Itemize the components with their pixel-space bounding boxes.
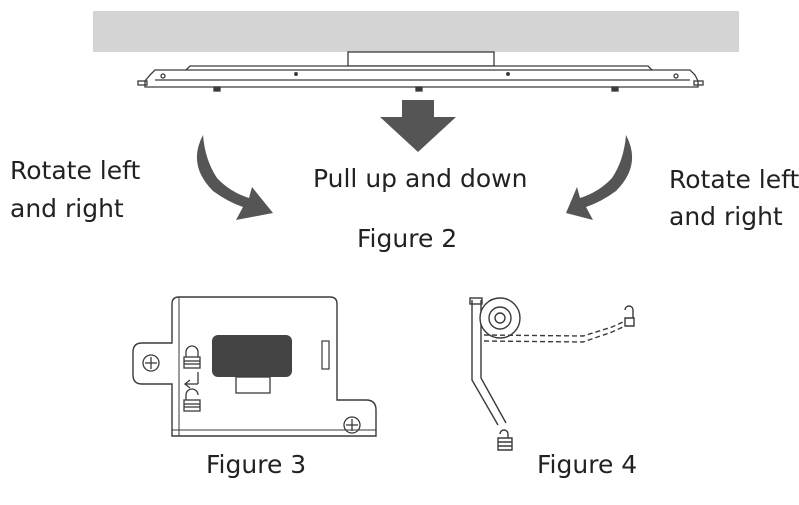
direction-arrow-icon (183, 372, 199, 389)
panel-driver-box (347, 51, 495, 67)
lock-symbol-icon (183, 345, 201, 369)
rotate-right-label-line2: and right (669, 202, 783, 231)
ceiling-surface (93, 11, 739, 52)
rotate-right-label-line1: Rotate left (669, 165, 799, 194)
panel-frame (144, 65, 699, 88)
pull-label: Pull up and down (313, 164, 528, 193)
panel-light (137, 51, 704, 92)
rotate-left-arrow-icon (196, 135, 273, 220)
down-arrow-icon (380, 100, 456, 152)
screw-hole-left (142, 354, 160, 372)
figure3-caption: Figure 3 (206, 450, 307, 479)
screw-hole-right (343, 416, 361, 434)
figure2-caption: Figure 2 (357, 224, 458, 253)
bracket-slot (212, 335, 292, 377)
bottom-hook-icon (497, 429, 513, 451)
bracket-tab (235, 376, 271, 394)
figure4-caption: Figure 4 (537, 450, 638, 479)
rotate-left-label-line1: Rotate left (10, 156, 141, 185)
bracket-vent (321, 340, 330, 370)
rotate-right-arrow-icon (566, 135, 633, 220)
unlock-symbol-icon (183, 388, 201, 412)
hanging-hook-assembly (469, 297, 635, 451)
wire-hook-icon (624, 305, 635, 327)
rotate-left-label-line2: and right (10, 194, 124, 223)
